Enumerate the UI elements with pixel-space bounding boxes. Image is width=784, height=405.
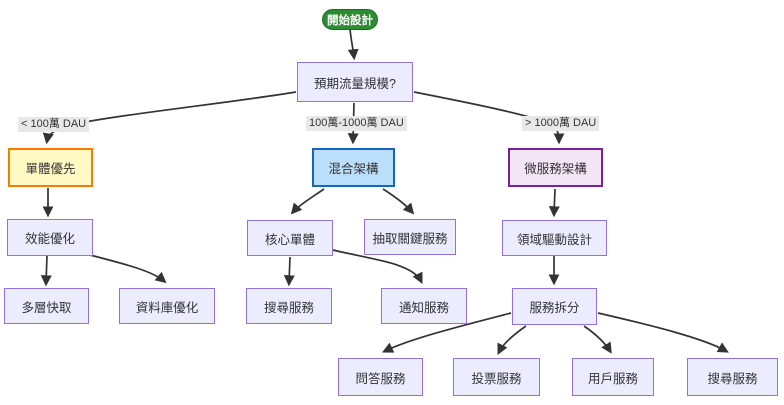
edge-start-to-question	[347, 28, 359, 61]
node-monolith-first: 單體優先	[8, 148, 93, 187]
node-notification-service: 通知服務	[381, 288, 467, 324]
edge-micro-to-ddd	[548, 188, 560, 218]
node-voting-service: 投票服務	[453, 358, 540, 396]
node-multilayer-cache: 多層快取	[4, 288, 89, 324]
node-start-design: 開始設計	[322, 9, 378, 30]
node-database-optimization: 資料庫優化	[119, 288, 215, 324]
node-extract-key-services: 抽取關鍵服務	[364, 219, 456, 255]
edge-core-to-notify	[332, 249, 423, 284]
node-domain-driven-design: 領域驅動設計	[502, 220, 607, 256]
edge-performance-to-dbopt	[89, 254, 167, 284]
node-hybrid-architecture: 混合架構	[312, 148, 395, 187]
edge-label-1m-10m-dau: 100萬-1000萬 DAU	[306, 116, 407, 131]
edge-hybrid-to-extract	[382, 188, 415, 215]
edge-hybrid-to-core	[290, 188, 325, 215]
node-traffic-scale-question: 預期流量規模?	[297, 62, 413, 102]
edge-split-to-qa	[382, 312, 512, 353]
node-search-service-2: 搜尋服務	[687, 358, 778, 396]
edge-split-to-search2	[597, 312, 729, 353]
node-microservices-architecture: 微服務架構	[508, 148, 603, 187]
node-search-service: 搜尋服務	[246, 288, 332, 324]
node-user-service: 用戶服務	[572, 358, 654, 396]
edge-core-to-search	[283, 256, 295, 287]
edge-split-to-user	[583, 325, 612, 354]
edge-label-gt-10m-dau: > 1000萬 DAU	[522, 116, 600, 131]
edge-split-to-vote	[497, 325, 527, 355]
edge-label-lt-1m-dau: < 100萬 DAU	[18, 117, 90, 132]
node-core-monolith: 核心單體	[247, 220, 333, 256]
node-service-split: 服務拆分	[512, 288, 597, 325]
edge-question-to-monolith	[42, 91, 297, 145]
edge-performance-to-cache	[40, 255, 52, 287]
node-qa-service: 問答服務	[338, 358, 423, 396]
node-performance-optimization: 效能優化	[7, 219, 93, 256]
